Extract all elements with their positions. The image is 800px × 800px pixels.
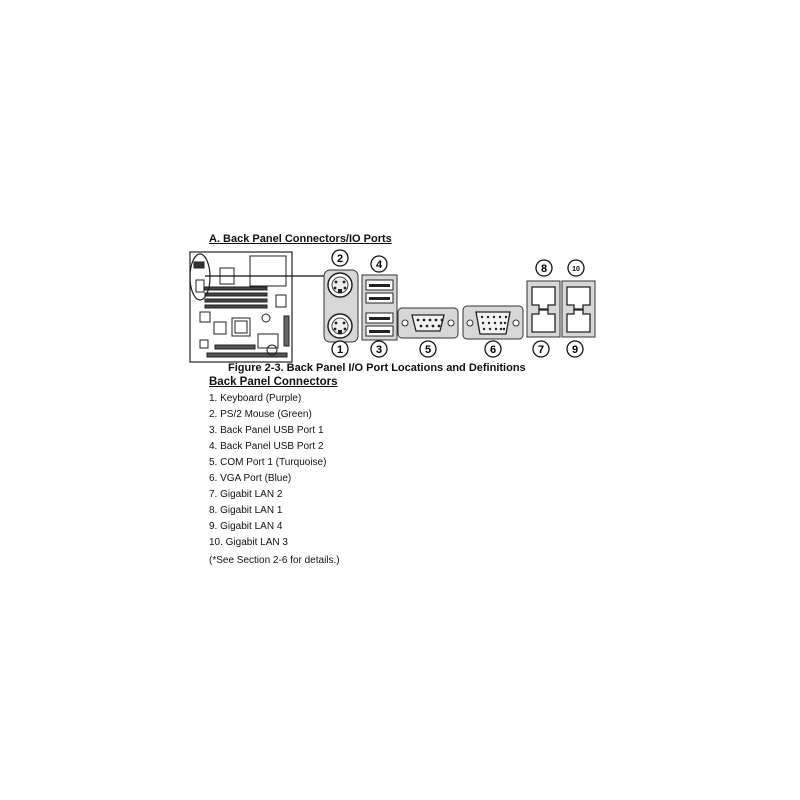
list-title: Back Panel Connectors — [209, 376, 338, 388]
figure-caption: Figure 2-3. Back Panel I/O Port Location… — [228, 362, 526, 374]
section-title: A. Back Panel Connectors/IO Ports — [209, 233, 392, 245]
callout-3: 3 — [370, 340, 388, 358]
list-item: 3. Back Panel USB Port 1 — [209, 425, 324, 436]
section-note: (*See Section 2-6 for details.) — [209, 555, 340, 566]
connector-list: 1. Keyboard (Purple) 2. PS/2 Mouse (Gree… — [209, 393, 326, 553]
usb-ports — [361, 274, 398, 341]
callout-2-label: 2 — [337, 253, 343, 265]
list-item: 9. Gigabit LAN 4 — [209, 521, 283, 532]
list-item: 7. Gigabit LAN 2 — [209, 489, 283, 500]
callout-10: 10 — [567, 259, 585, 277]
callout-5: 5 — [419, 340, 437, 358]
callout-10-label: 10 — [572, 266, 580, 273]
list-item: 6. VGA Port (Blue) — [209, 473, 292, 484]
list-item: 1. Keyboard (Purple) — [209, 393, 302, 404]
com-port — [397, 307, 459, 339]
callout-4: 4 — [370, 255, 388, 273]
callout-7: 7 — [532, 340, 550, 358]
motherboard-illustration — [189, 251, 293, 363]
list-item: 10. Gigabit LAN 3 — [209, 537, 288, 548]
callout-5-label: 5 — [425, 344, 431, 356]
list-item: 4. Back Panel USB Port 2 — [209, 441, 324, 452]
callout-3-label: 3 — [376, 344, 382, 356]
callout-1-label: 1 — [337, 344, 343, 356]
callout-9: 9 — [566, 340, 584, 358]
list-item: 8. Gigabit LAN 1 — [209, 505, 283, 516]
callout-4-label: 4 — [376, 259, 383, 271]
callout-6: 6 — [484, 340, 502, 358]
callout-7-label: 7 — [538, 344, 544, 356]
vga-port — [462, 305, 524, 340]
ps2-ports — [323, 269, 359, 343]
callout-9-label: 9 — [572, 344, 578, 356]
callout-8: 8 — [535, 259, 553, 277]
list-item: 2. PS/2 Mouse (Green) — [209, 409, 312, 420]
list-item: 5. COM Port 1 (Turquoise) — [209, 457, 327, 468]
callout-6-label: 6 — [490, 344, 496, 356]
callout-1: 1 — [331, 340, 349, 358]
lan-ports — [526, 280, 596, 338]
callout-8-label: 8 — [541, 263, 547, 275]
callout-2: 2 — [331, 249, 349, 267]
